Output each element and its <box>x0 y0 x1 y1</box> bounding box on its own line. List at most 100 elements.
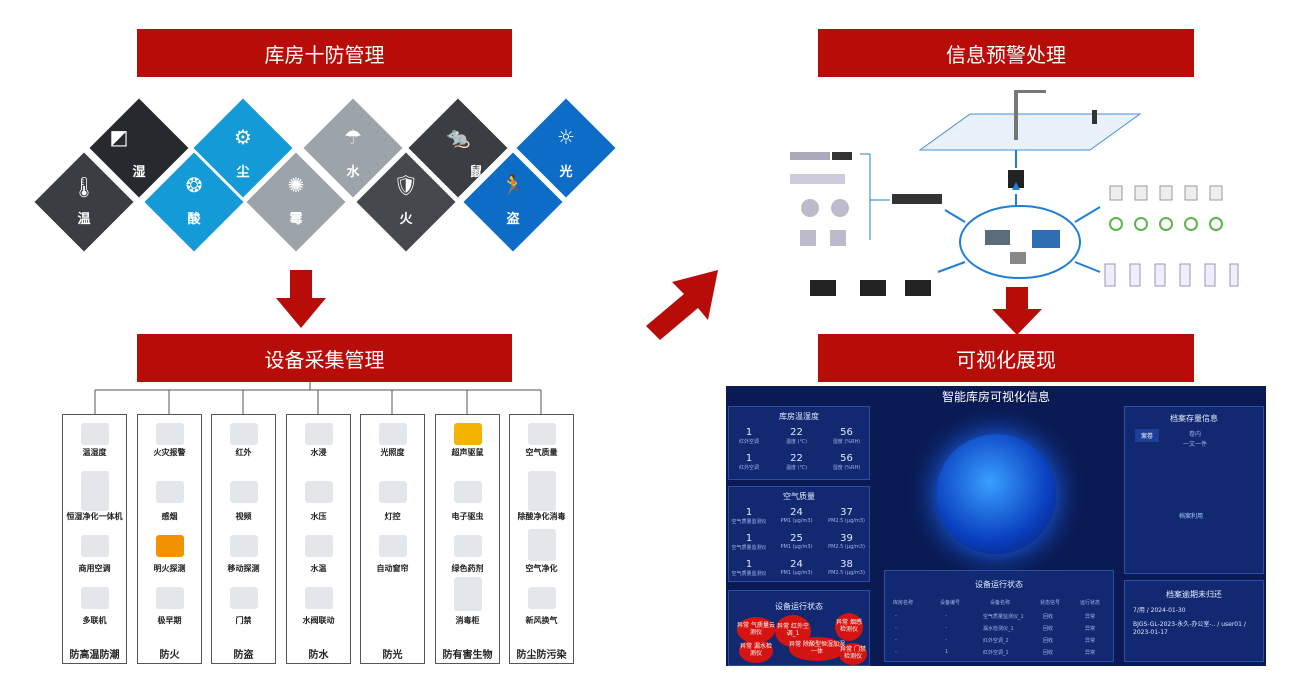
stat-label: 红外空调 <box>738 439 759 445</box>
stat-value: 37 <box>840 507 853 518</box>
archive-col1: 卷内 <box>1189 431 1202 438</box>
device-label: 自动窗帘 <box>376 564 409 573</box>
stat-label: 温度 (℃) <box>785 439 808 445</box>
camera <box>800 230 816 246</box>
device-label: 移动探测 <box>227 564 260 573</box>
camera <box>801 199 819 217</box>
column-footer: 防光 <box>382 650 403 661</box>
sensor <box>1104 263 1116 287</box>
device-column: 光照度 灯控 自动窗帘 <box>360 414 425 664</box>
device-label: 明火探测 <box>153 564 186 573</box>
stat-value: 24 <box>790 507 803 518</box>
device-image <box>379 535 407 557</box>
device-image <box>305 535 333 557</box>
archive-overdue-panel: 档案逾期未归还 7/用 / 2024-01-30 BJGS-GL-2023-永久… <box>1124 580 1264 662</box>
diamond-label: 霉 <box>289 212 303 227</box>
device-label: 光照度 <box>380 448 405 457</box>
device-label: 极早期 <box>157 616 182 625</box>
stat-label: PM2.5 (μg/m3) <box>828 544 865 550</box>
alarm-device <box>905 280 931 296</box>
device-label: 感烟 <box>161 512 178 521</box>
device-image <box>156 535 184 557</box>
alert-bubble[interactable]: 异常 门禁检测仪 <box>839 643 867 665</box>
alert-bubble[interactable]: 异常 气质量云测仪 <box>737 617 775 643</box>
table-cell: - <box>945 625 947 631</box>
stat-label: 湿度 (%RH) <box>832 439 861 445</box>
device-image <box>230 481 258 503</box>
device-label: 绿色药剂 <box>451 564 484 573</box>
sensor <box>1209 185 1223 201</box>
sensor <box>1129 263 1141 287</box>
sensor <box>1179 263 1191 287</box>
banner-warehouse-prevention: 库房十防管理 <box>137 29 512 77</box>
device-column: 空气质量 除酸净化消毒 空气净化 新风换气 <box>509 414 574 664</box>
device-column: 红外 视频 移动探测 门禁 <box>211 414 276 664</box>
overdue-line: 7/用 / 2024-01-30 <box>1133 607 1186 614</box>
stat-label: 湿度 (%RH) <box>832 465 861 471</box>
device-image <box>305 587 333 609</box>
device-image <box>305 423 333 445</box>
device-label: 灯控 <box>384 512 401 521</box>
device-label: 空气质量 <box>525 448 558 457</box>
stat-value: 56 <box>840 453 853 464</box>
archive-tab[interactable]: 案卷 <box>1135 429 1160 442</box>
alert-bubble[interactable]: 异常 漏水检测仪 <box>739 639 773 663</box>
device-column: 水浸 水压 水温 水阀联动 <box>286 414 351 664</box>
device-image <box>156 587 184 609</box>
camera <box>831 199 849 217</box>
table-cell: 回收 <box>1043 650 1054 656</box>
table-header: 设备编号 <box>940 600 961 606</box>
umbrella-rain-icon: ☂ <box>344 125 362 149</box>
sensor <box>1154 263 1166 287</box>
stat-value: 56 <box>840 427 853 438</box>
device-label: 多联机 <box>82 616 107 625</box>
banner-alert-processing: 信息预警处理 <box>818 29 1194 77</box>
camera <box>832 152 852 160</box>
stat-label: PM1 (μg/m3) <box>780 544 813 550</box>
device-label: 水温 <box>310 564 327 573</box>
device-image <box>379 481 407 503</box>
sensor-cable <box>1209 217 1223 231</box>
alert-bubble[interactable]: 异常 烟感检测仪 <box>835 613 863 641</box>
device-image <box>81 471 109 511</box>
humidity-icon: ◩ <box>109 125 129 149</box>
device-label: 超声驱鼠 <box>451 448 484 457</box>
panel-title: 空气质量 <box>783 492 815 501</box>
archive-use-button[interactable]: 档案利用 <box>1179 513 1204 520</box>
alert-bubble[interactable]: 异常 除酸型恒湿加湿一体 <box>789 637 845 661</box>
device-image <box>454 423 482 445</box>
dashboard-title: 智能库房可视化信息 <box>941 390 1050 404</box>
diamond-label: 鼠 <box>469 165 483 180</box>
table-cell: 异常 <box>1085 638 1096 644</box>
sensor <box>1134 185 1148 201</box>
device-image <box>528 423 556 445</box>
stat-value: 38 <box>840 559 853 570</box>
panel-title: 库房温湿度 <box>779 412 819 421</box>
column-footer: 防水 <box>308 650 329 661</box>
camera <box>790 152 830 160</box>
device-label: 除酸净化消毒 <box>517 512 566 521</box>
dust-gear-icon: ⚙ <box>234 125 252 149</box>
device-image <box>454 535 482 557</box>
stat-value: 1 <box>745 453 753 464</box>
table-cell: 空气质量监测仪_1 <box>983 614 1024 620</box>
table-header: 状态信号 <box>1040 600 1061 606</box>
table-header: 设备名称 <box>990 600 1011 606</box>
column-footer: 防尘防污染 <box>516 650 567 661</box>
hub-device <box>1010 252 1026 264</box>
device-image <box>454 481 482 503</box>
device-label: 新风换气 <box>525 616 558 625</box>
column-footer: 防盗 <box>233 650 254 661</box>
controller-box <box>1008 170 1024 188</box>
down-arrow-icon <box>992 287 1042 335</box>
diamond-label: 酸 <box>187 212 201 227</box>
table-cell: 异常 <box>1085 650 1096 656</box>
